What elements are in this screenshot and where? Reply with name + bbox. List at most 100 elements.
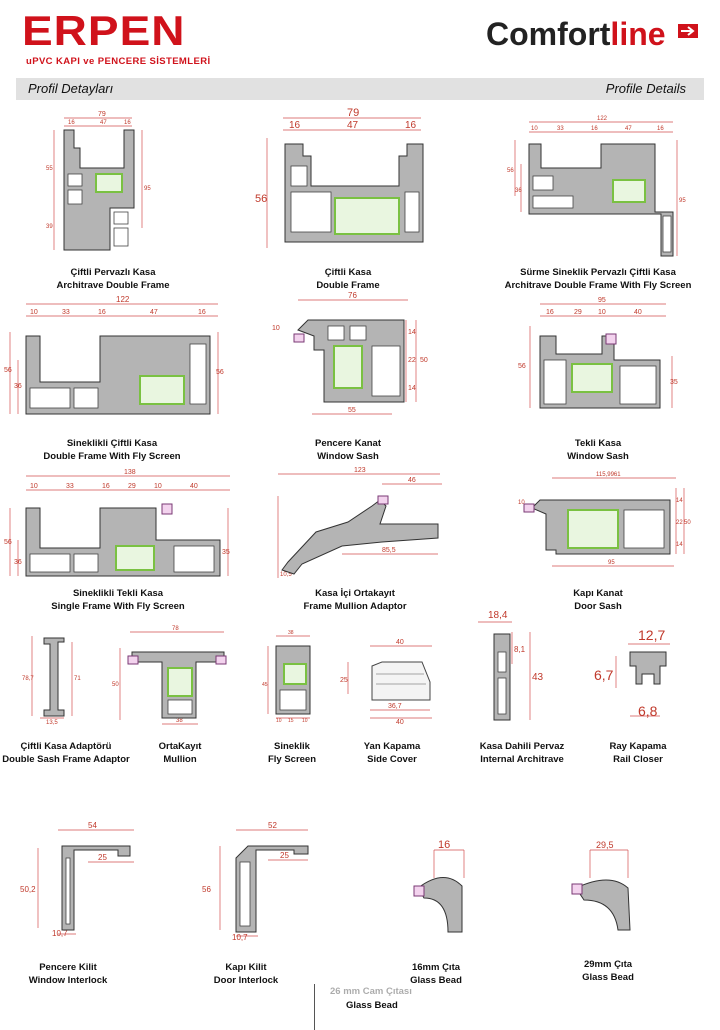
profile-drawing-p4: 122 10 33 16 47 16 56 36 56 — [4, 295, 224, 415]
dim-label: 55 — [46, 166, 53, 172]
dim-label: 45 — [262, 682, 268, 688]
dim-label: 29 — [128, 483, 136, 490]
profile-drawing-p5: 76 10 22 50 14 14 55 — [272, 291, 428, 415]
dim-label: 10 — [598, 309, 606, 316]
divider-line — [314, 984, 315, 1030]
dim-label: 115,9961 — [596, 472, 621, 478]
cropped-caption-tr: 26 mm Cam Çıtası — [330, 986, 412, 997]
dim-label: 40 — [396, 639, 404, 646]
dim-label: 47 — [347, 120, 359, 131]
dim-label: 10 — [518, 500, 525, 506]
dim-label: 25 — [340, 677, 348, 684]
dim-label: 33 — [557, 126, 564, 132]
dim-label: 10 — [30, 309, 38, 316]
dim-label: 13,5 — [46, 720, 58, 726]
dim-label: 95 — [608, 560, 615, 566]
dim-label: 16 — [405, 120, 417, 131]
dim-label: 16 — [198, 309, 206, 316]
dim-label: 78 — [172, 626, 179, 632]
dim-label: 85,5 — [382, 547, 396, 554]
dim-label: 39 — [46, 224, 53, 230]
dim-label: 16 — [98, 309, 106, 316]
dim-label: 10 — [302, 718, 308, 724]
dim-label: 22 — [408, 357, 416, 364]
profile-drawing-p14: 18,4 8,1 43 — [478, 610, 544, 721]
dim-label: 56 — [4, 539, 12, 546]
dim-label: 50 — [112, 682, 119, 688]
dim-label: 122 — [597, 116, 608, 122]
dim-label: 10,5 — [280, 572, 292, 578]
dim-label: 123 — [354, 467, 366, 474]
dim-label: 55 — [348, 407, 356, 414]
dim-label: 16 — [591, 126, 598, 132]
dim-label: 76 — [348, 291, 357, 300]
dim-label: 36 — [515, 188, 522, 194]
dim-label: 10 — [272, 325, 280, 332]
dim-label: 56 — [518, 363, 526, 370]
dim-label: 12,7 — [638, 627, 665, 643]
dim-label: 78,7 — [22, 676, 34, 682]
dim-label: 10 — [154, 483, 162, 490]
dim-label: 50 — [420, 357, 428, 364]
dim-label: 15 — [288, 718, 294, 724]
dim-label: 56 — [202, 885, 211, 894]
profile-drawing-p16: 54 25 50,2 10,7 — [20, 821, 134, 938]
dim-label: 40 — [634, 309, 642, 316]
dim-label: 16 — [68, 120, 75, 126]
dim-label: 38 — [288, 630, 294, 636]
dim-label: 14 — [408, 329, 416, 336]
brand-tagline: uPVC KAPI ve PENCERE SİSTEMLERİ — [26, 56, 211, 67]
dim-label: 50 — [684, 520, 691, 526]
dim-label: 14 — [676, 542, 683, 548]
dim-label: 47 — [100, 120, 107, 126]
dim-label: 56 — [4, 367, 12, 374]
profile-drawing-p13: 40 25 36,7 40 — [340, 639, 432, 726]
dim-label: 40 — [396, 719, 404, 726]
dim-label: 43 — [532, 672, 544, 683]
dim-label: 36 — [14, 559, 22, 566]
profile-drawing-p6: 95 16 29 10 40 56 35 — [518, 297, 678, 409]
brand-logo: ERPEN — [22, 7, 186, 55]
dim-label: 71 — [74, 676, 81, 682]
profile-drawing-p7: 138 10 33 16 29 10 40 56 36 35 — [4, 469, 230, 577]
comfortline-logo: Comfortline — [486, 14, 698, 54]
dim-label: 33 — [66, 483, 74, 490]
dim-label: 6,8 — [638, 703, 658, 719]
profile-drawing-p12: 38 45 10 15 10 — [262, 630, 311, 724]
dim-label: 10 — [531, 126, 538, 132]
arrow-icon — [678, 24, 698, 38]
dim-label: 16 — [289, 120, 301, 131]
dim-label: 25 — [280, 851, 289, 860]
dim-label: 8,1 — [514, 645, 526, 654]
dim-label: 29,5 — [596, 840, 614, 850]
dim-label: 56 — [216, 369, 224, 376]
dim-label: 122 — [116, 295, 130, 304]
dim-label: 56 — [255, 193, 267, 205]
section-title-tr: Profil Detayları — [28, 81, 114, 96]
dim-label: 10,7 — [232, 933, 248, 942]
dim-label: 40 — [190, 483, 198, 490]
dim-label: 138 — [124, 469, 136, 476]
dim-label: 46 — [408, 477, 416, 484]
profile-drawing-p2: 79 16 47 16 56 — [255, 107, 424, 248]
dim-label: 10 — [30, 483, 38, 490]
dim-label: 22 — [676, 520, 683, 526]
section-title-en: Profile Details — [605, 81, 686, 96]
dim-label: 16 — [438, 839, 450, 851]
profile-drawing-p11: 78 50 38 — [112, 626, 227, 725]
cropped-caption-en: Glass Bead — [346, 1000, 398, 1011]
dim-label: 35 — [222, 549, 230, 556]
dim-label: 25 — [98, 853, 107, 862]
